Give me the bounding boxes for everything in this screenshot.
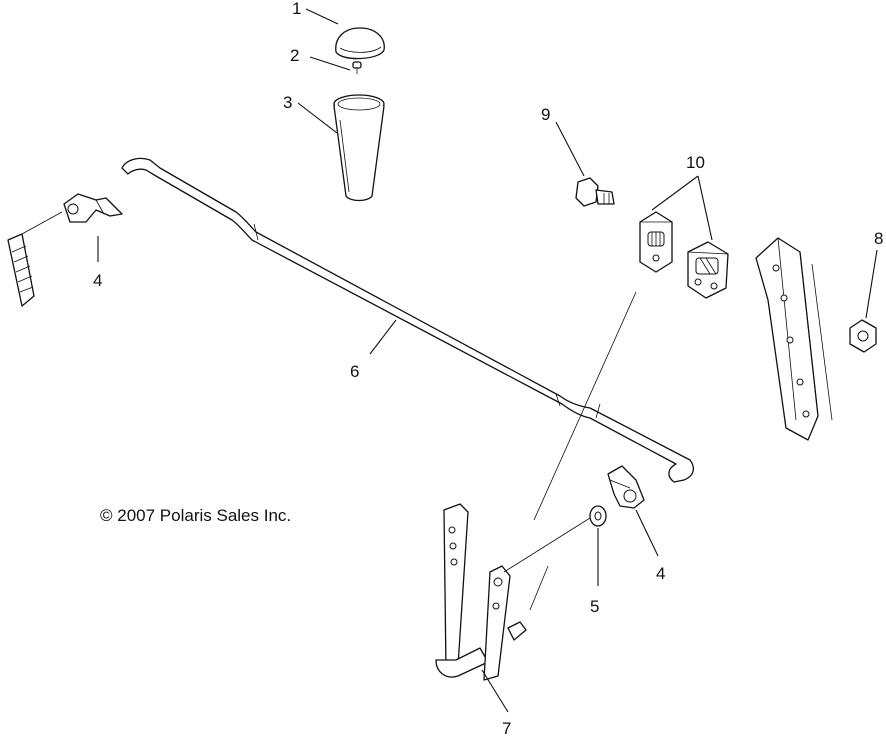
callout-9: 9 (541, 105, 550, 124)
callout-4-right: 4 (656, 564, 665, 583)
callout-1: 1 (292, 0, 301, 18)
mounting-plate (755, 237, 833, 441)
assembly-lines (21, 211, 637, 611)
copyright-notice: © 2007 Polaris Sales Inc. (100, 506, 291, 525)
left-bolt (7, 233, 35, 307)
part-5-washer (589, 505, 607, 527)
callout-4-left: 4 (93, 271, 102, 290)
part-8-nut (849, 319, 877, 353)
callout-3: 3 (283, 93, 292, 112)
part-10-bushing-right (687, 241, 729, 299)
callout-labels: 1 2 3 4 6 9 10 8 4 5 7 (93, 0, 883, 737)
part-10-bushing-left (639, 211, 673, 273)
callout-7: 7 (502, 719, 511, 737)
part-4-clip-left (63, 193, 123, 223)
callout-2: 2 (290, 46, 299, 65)
part-1-cap (335, 27, 385, 60)
callout-5: 5 (590, 597, 599, 616)
part-3-knob (333, 94, 385, 202)
leader-lines (97, 8, 878, 713)
part-6-shift-rod (121, 157, 695, 483)
part-2-screw (352, 61, 362, 74)
callout-8: 8 (874, 229, 883, 248)
part-4-clip-right (607, 465, 645, 509)
part-9-bolt (575, 177, 615, 207)
shift-lever (435, 503, 527, 681)
callout-10: 10 (686, 153, 705, 172)
callout-6: 6 (350, 362, 359, 381)
